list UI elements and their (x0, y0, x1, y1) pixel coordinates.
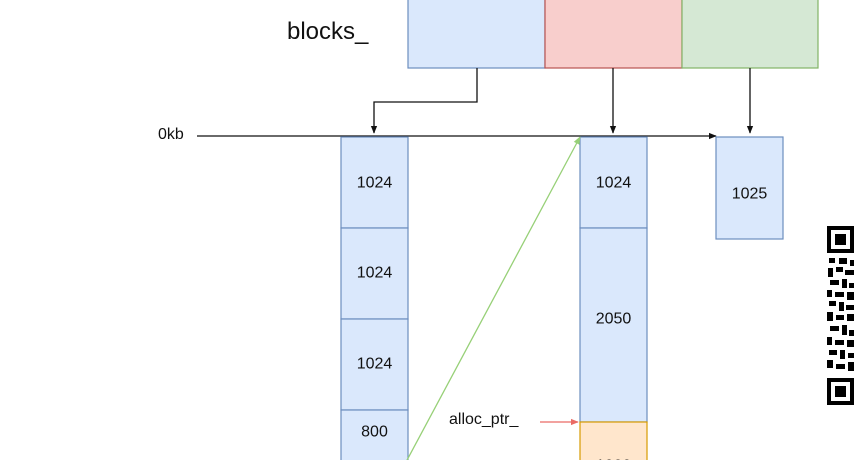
block-col2-1-label: 1024 (596, 175, 632, 192)
block-col1-2 (340, 227, 409, 320)
block-column-1: 1024 1024 1024 800 (340, 136, 409, 460)
block-column-2: 1024 2050 1020 (579, 136, 648, 460)
block-col2-1 (579, 136, 648, 229)
continuation-arrow (406, 136, 581, 460)
block-col3-1-label: 1025 (732, 186, 768, 203)
block-col1-4 (340, 409, 409, 460)
blocks-slot-2 (681, 0, 819, 69)
alloc-ptr-label: alloc_ptr_ (449, 411, 519, 428)
slot-0-pointer-arrow (370, 68, 478, 134)
blocks-slot-1 (544, 0, 683, 69)
block-column-3: 1025 (715, 136, 784, 240)
block-col1-4-label: 800 (361, 424, 388, 441)
block-col1-2-label: 1024 (357, 265, 393, 282)
block-col2-2 (579, 227, 648, 423)
block-col2-3-label: 1020 (596, 458, 632, 460)
blocks-array (407, 0, 819, 69)
block-col2-2-label: 2050 (596, 311, 632, 328)
qr-code-icon (827, 226, 854, 405)
block-col3-1 (715, 136, 784, 240)
block-col1-3 (340, 318, 409, 411)
block-col1-1 (340, 136, 409, 229)
block-col1-3-label: 1024 (357, 356, 393, 373)
block-col1-1-label: 1024 (357, 175, 393, 192)
block-col2-3 (579, 421, 648, 460)
blocks-array-title: blocks_ (287, 18, 369, 45)
blocks-slot-0 (407, 0, 546, 69)
zero-kb-label: 0kb (158, 126, 184, 143)
